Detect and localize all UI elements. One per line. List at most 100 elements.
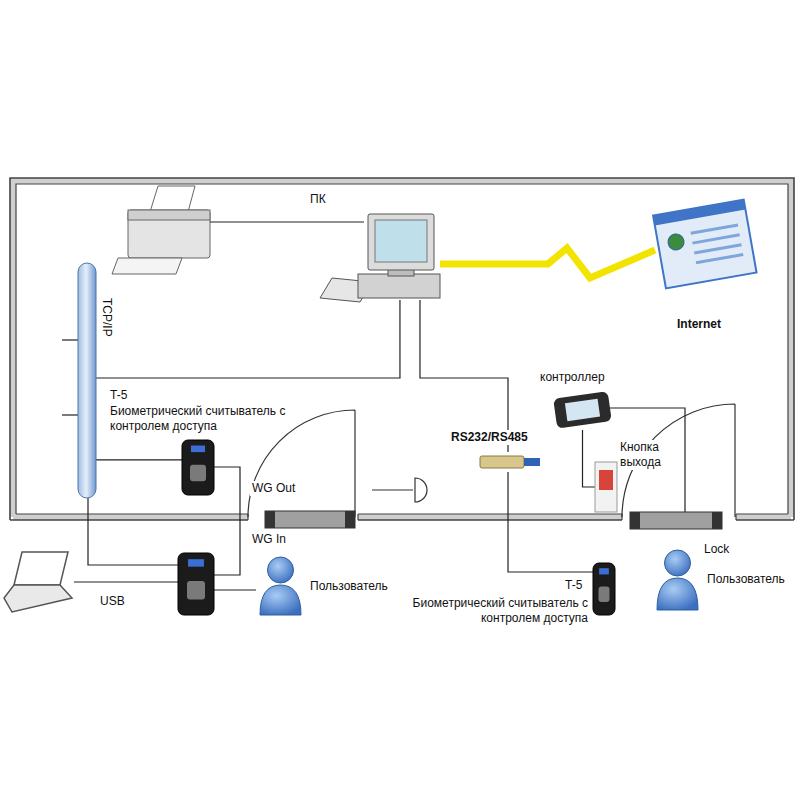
node-label: Пользователь bbox=[310, 579, 388, 594]
laptop-screen bbox=[14, 552, 68, 585]
node-icon bbox=[595, 462, 617, 512]
wireless-link bbox=[440, 248, 655, 278]
fingerprint-sensor bbox=[187, 581, 205, 600]
magnetic-lock bbox=[265, 511, 355, 528]
signal-label: USB bbox=[98, 594, 127, 609]
printer-tray bbox=[112, 258, 182, 274]
user-body bbox=[260, 585, 301, 615]
node-icon bbox=[78, 263, 96, 498]
node-icon bbox=[593, 563, 615, 615]
controller-body bbox=[553, 391, 612, 428]
wire bbox=[214, 467, 240, 575]
wire bbox=[88, 498, 178, 565]
exit-button: Кнопка выхода bbox=[595, 462, 617, 512]
wall-outline bbox=[16, 184, 788, 514]
text-line bbox=[696, 255, 743, 263]
printer-top bbox=[128, 210, 210, 220]
signal-label: WG Out bbox=[250, 481, 297, 496]
node-icon bbox=[480, 452, 540, 472]
text-line bbox=[692, 235, 739, 243]
reader-display bbox=[599, 568, 609, 574]
connector bbox=[610, 408, 685, 512]
biometric-reader: T-5Биометрический считыватель с контроле… bbox=[593, 563, 615, 615]
lock-end bbox=[345, 511, 355, 528]
user-head bbox=[268, 557, 294, 583]
lock-end bbox=[630, 512, 640, 529]
reader-body bbox=[593, 563, 615, 615]
lock-end bbox=[265, 511, 275, 528]
door-swing bbox=[248, 410, 355, 517]
node-label: Пользователь bbox=[707, 572, 785, 587]
node-description: Биометрический считыватель с контролем д… bbox=[110, 404, 292, 434]
user-figure: Пользователь bbox=[258, 555, 303, 615]
sensor-wire bbox=[372, 489, 413, 490]
controller-case bbox=[553, 391, 612, 428]
laptop-base bbox=[4, 585, 72, 612]
wall bbox=[13, 181, 791, 517]
wire bbox=[74, 581, 178, 582]
signal-label: WG In bbox=[250, 532, 288, 547]
reader-body bbox=[178, 553, 214, 615]
monitor-screen bbox=[375, 220, 427, 262]
user-head bbox=[665, 550, 691, 576]
connector bbox=[508, 472, 593, 572]
node-label: Internet bbox=[677, 317, 721, 332]
bus-pipe bbox=[78, 263, 96, 498]
button-pad bbox=[599, 470, 613, 490]
node-label: RS232/RS485 bbox=[450, 430, 529, 445]
node-icon bbox=[655, 195, 755, 295]
browser-window bbox=[653, 200, 756, 289]
lock-bar bbox=[630, 512, 722, 529]
wire bbox=[62, 414, 78, 415]
globe bbox=[667, 233, 686, 252]
converter-body bbox=[480, 456, 524, 468]
reader-body bbox=[182, 440, 214, 495]
button-housing bbox=[595, 462, 617, 512]
text-line bbox=[691, 225, 738, 233]
converter-plug bbox=[524, 458, 540, 466]
internet-window: Internet bbox=[655, 195, 755, 295]
node-icon bbox=[555, 390, 610, 430]
magnetic-lock: Lock bbox=[630, 512, 722, 529]
node-label: Lock bbox=[704, 542, 729, 557]
connector bbox=[583, 430, 596, 487]
user-figure: Пользователь bbox=[655, 548, 700, 610]
printer-body bbox=[128, 210, 210, 258]
node-description: Биометрический считыватель с контролем д… bbox=[403, 596, 588, 626]
node-label: Кнопка выхода bbox=[619, 440, 683, 470]
text-line bbox=[694, 245, 741, 253]
user-body bbox=[657, 578, 698, 610]
door-sensor bbox=[415, 478, 427, 502]
biometric-reader bbox=[178, 553, 214, 615]
fingerprint-sensor bbox=[599, 586, 610, 602]
computer: ПК bbox=[330, 210, 440, 300]
monitor bbox=[368, 214, 434, 270]
node-label: T-5 bbox=[110, 388, 127, 403]
node-icon bbox=[655, 548, 700, 610]
biometric-reader: T-5Биометрический считыватель с контроле… bbox=[182, 440, 214, 495]
node-label: контроллер bbox=[540, 370, 605, 385]
browser-bar bbox=[653, 200, 745, 226]
reader-display bbox=[191, 446, 205, 453]
node-icon bbox=[630, 512, 722, 529]
interface-converter: RS232/RS485 bbox=[480, 452, 540, 472]
reader-display bbox=[188, 559, 204, 566]
controller-screen bbox=[565, 399, 600, 421]
node-label: TCP/IP bbox=[99, 298, 114, 337]
printer-paper bbox=[150, 186, 195, 212]
browser-frame bbox=[653, 200, 756, 289]
system-unit bbox=[358, 274, 440, 298]
node-icon bbox=[330, 210, 440, 300]
node-icon bbox=[258, 555, 303, 615]
connector bbox=[96, 459, 182, 460]
lock-end bbox=[712, 512, 722, 529]
printer-cable bbox=[210, 221, 364, 222]
node-icon bbox=[182, 440, 214, 495]
wire bbox=[62, 339, 78, 340]
connector bbox=[96, 300, 400, 378]
network-bus: TCP/IP bbox=[78, 263, 96, 498]
node-label: ПК bbox=[310, 192, 326, 207]
controller: контроллер bbox=[555, 390, 610, 430]
fingerprint-sensor bbox=[190, 465, 206, 482]
